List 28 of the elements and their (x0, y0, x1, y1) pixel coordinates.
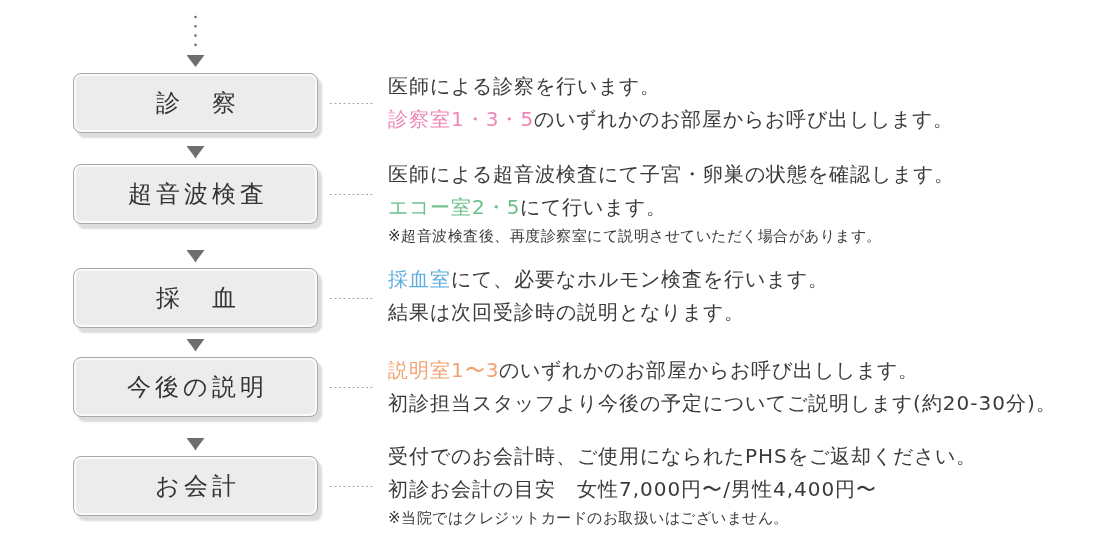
leader-line (329, 387, 375, 388)
description-text: 初診担当スタッフより今後の予定についてご説明します(約20-30分)。 (388, 390, 1057, 417)
step-label: お会計 (154, 471, 240, 501)
description-text: 医師による超音波検査にて子宮・卵巣の状態を確認します。 (388, 161, 955, 188)
note-text: ※超音波検査後、再度診察室にて説明させていただく場合があります。 (388, 226, 882, 247)
description-text: 医師による診察を行います。 (388, 73, 661, 100)
process-box (73, 73, 318, 133)
description-text: 受付でのお会計時、ご使用になられたPHSをご返却ください。 (388, 443, 977, 470)
description-text: エコー室2・5にて行います。 (388, 194, 668, 221)
leader-line (329, 194, 375, 195)
process-box (73, 164, 318, 224)
description-text: 結果は次回受診時の説明となります。 (388, 299, 745, 326)
step-label: 診 察 (154, 88, 240, 118)
description-text: 説明室1〜3のいずれかのお部屋からお呼び出しします。 (388, 357, 920, 384)
leader-line (329, 298, 375, 299)
leader-line (329, 103, 375, 104)
step-label: 超音波検査 (126, 179, 268, 209)
step-label: 採 血 (154, 283, 240, 313)
description-text: 診察室1・3・5のいずれかのお部屋からお呼び出しします。 (388, 106, 955, 133)
process-box (73, 357, 318, 417)
process-box (73, 268, 318, 328)
dotted-arrow (186, 15, 205, 69)
leader-line (329, 486, 375, 487)
step-label: 今後の説明 (126, 372, 268, 402)
note-text: ※当院ではクレジットカードのお取扱いはございません。 (388, 508, 789, 529)
description-text: 初診お会計の目安 女性7,000円〜/男性4,400円〜 (388, 476, 878, 503)
process-box (73, 456, 318, 516)
description-text: 採血室にて、必要なホルモン検査を行います。 (388, 266, 829, 293)
